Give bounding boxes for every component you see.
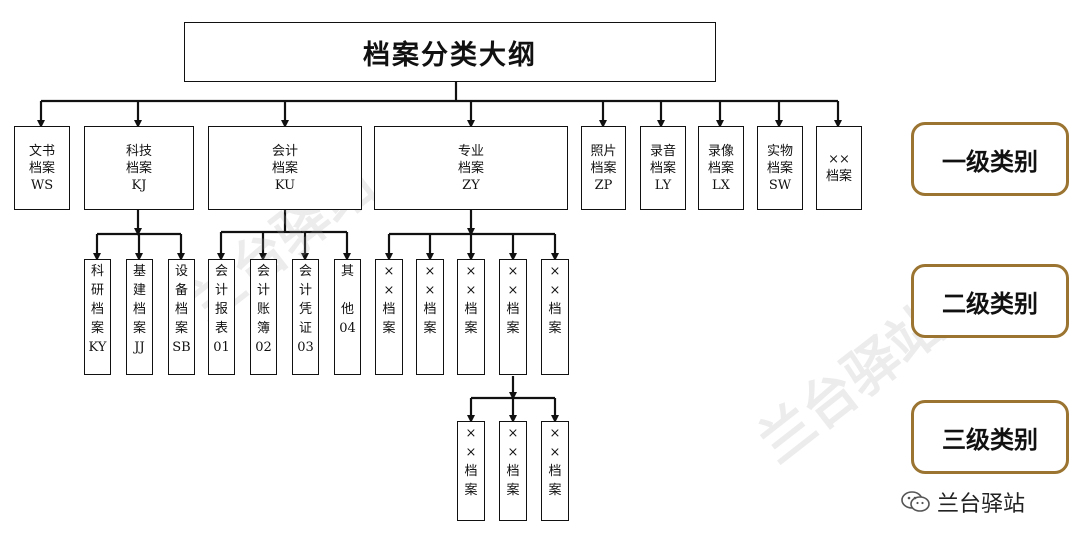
level2-node: 会 计 凭 证 03 <box>292 259 319 375</box>
wechat-icon <box>901 491 930 512</box>
level3-node: × × 档 案 <box>541 421 569 521</box>
level1-node: 录像 档案 LX <box>698 126 744 210</box>
level2-node: 会 计 报 表 01 <box>208 259 235 375</box>
brand-name: 兰台驿站 <box>937 492 1026 517</box>
level2-node: × × 档 案 <box>499 259 527 375</box>
level1-legend: 一级类别 <box>911 122 1069 196</box>
level1-node: 录音 档案 LY <box>640 126 686 210</box>
level2-node: × × 档 案 <box>375 259 403 375</box>
level2-node: × × 档 案 <box>416 259 444 375</box>
diagram-title: 档案分类大纲 <box>363 39 537 71</box>
level2-node: 会 计 账 簿 02 <box>250 259 277 375</box>
level1-node: 会计 档案 KU <box>208 126 362 210</box>
level2-node: 基 建 档 案 JJ <box>126 259 153 375</box>
diagram-title-box: 档案分类大纲 <box>184 22 716 82</box>
level2-node: 科 研 档 案 KY <box>84 259 111 375</box>
level1-node: 专业 档案 ZY <box>374 126 568 210</box>
level3-node: × × 档 案 <box>499 421 527 521</box>
level1-node: ×× 档案 <box>816 126 862 210</box>
level1-node: 实物 档案 SW <box>757 126 803 210</box>
level1-node: 照片 档案 ZP <box>581 126 626 210</box>
level2-legend: 二级类别 <box>911 264 1069 338</box>
level2-node: × × 档 案 <box>457 259 485 375</box>
level2-node: 其 他 04 <box>334 259 361 375</box>
level2-node: × × 档 案 <box>541 259 569 375</box>
level2-node: 设 备 档 案 SB <box>168 259 195 375</box>
level1-node: 文书 档案 WS <box>14 126 70 210</box>
level3-node: × × 档 案 <box>457 421 485 521</box>
footer-brand: 兰台驿站 <box>901 486 1025 518</box>
level1-node: 科技 档案 KJ <box>84 126 194 210</box>
level3-legend: 三级类别 <box>911 400 1069 474</box>
